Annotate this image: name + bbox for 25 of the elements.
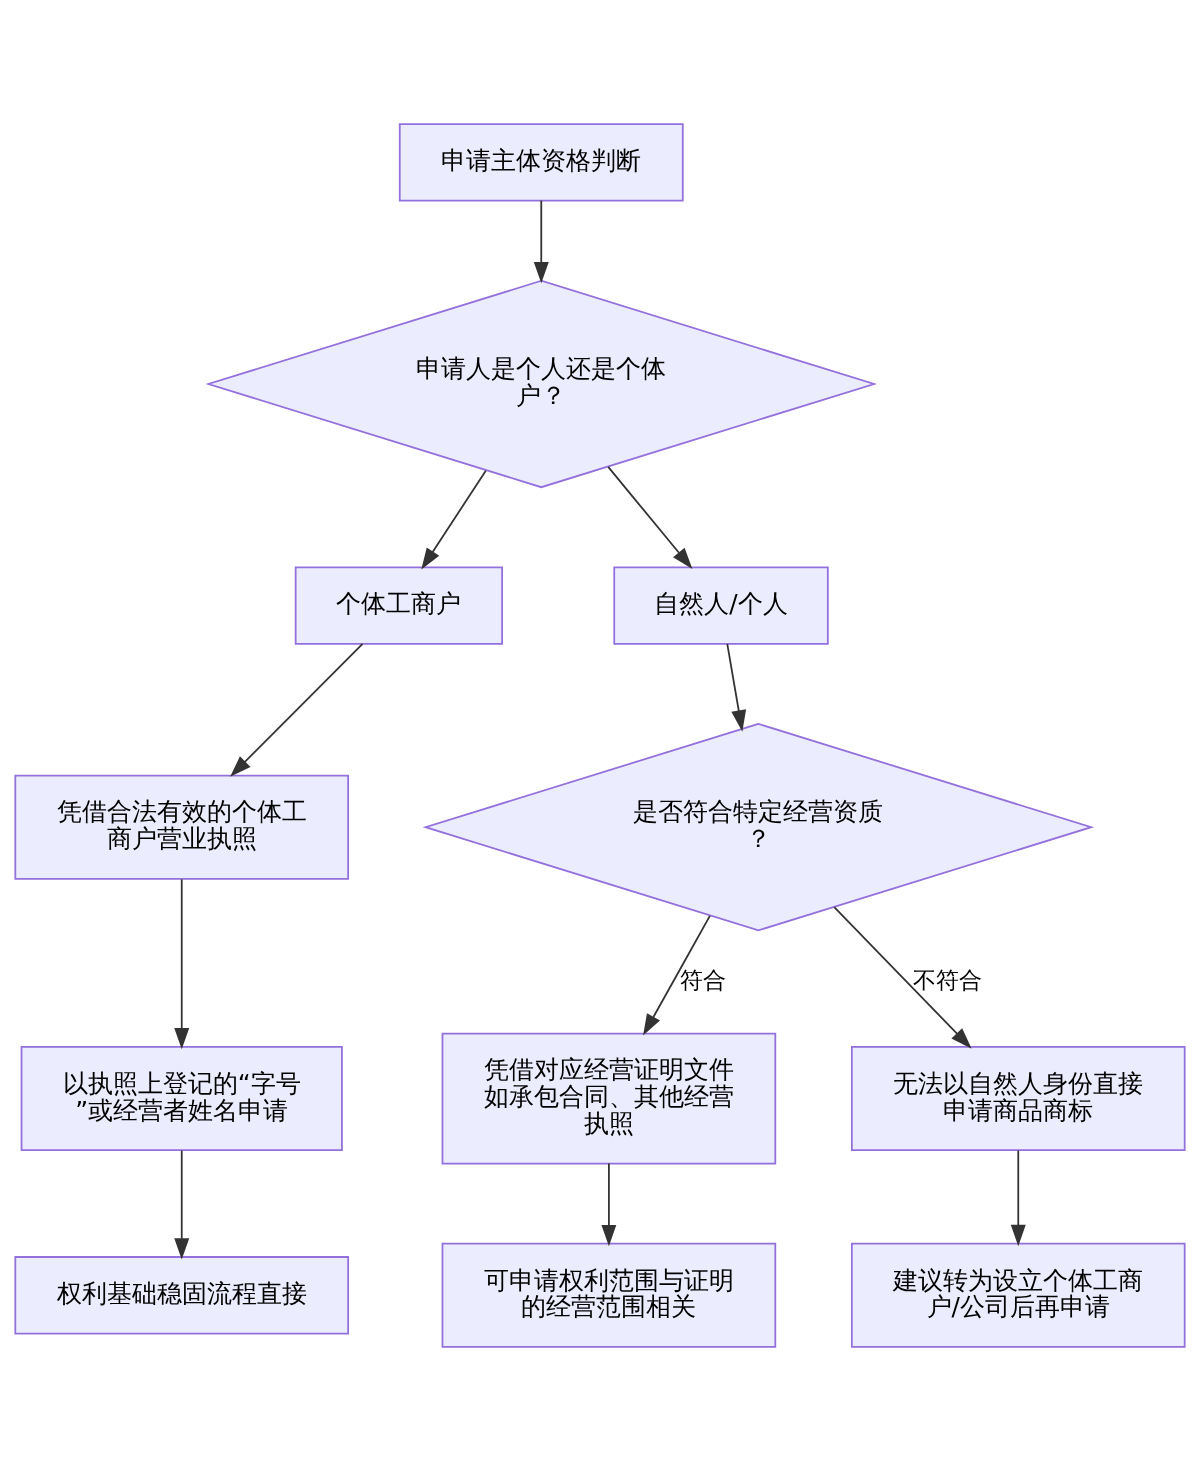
node-box: 以执照上登记的“字号”或经营者姓名申请 [20, 1045, 343, 1151]
arrow [643, 914, 711, 1036]
arrow [726, 642, 747, 732]
arrow [1010, 1149, 1026, 1246]
node-box: 权利基础稳固流程直接 [14, 1255, 350, 1334]
node-box: 自然人/个人 [613, 565, 829, 645]
arrow [174, 877, 190, 1049]
arrow [174, 1149, 190, 1260]
node-box: 可申请权利范围与证明的经营范围相关 [441, 1242, 777, 1348]
node-box: 凭借对应经营证明文件如承包合同、其他经营执照 [441, 1032, 777, 1164]
node-box: 无法以自然人身份直接申请商品商标 [850, 1045, 1186, 1151]
arrow [833, 905, 972, 1049]
node-box: 申请主体资格判断 [398, 122, 684, 202]
node-box: 建议转为设立个体工商户/公司后再申请 [850, 1242, 1186, 1348]
node-diamond: 是否符合特定经营资质？ [422, 722, 1095, 931]
arrow [607, 465, 693, 569]
node-box: 个体工商户 [294, 565, 503, 645]
arrow [533, 199, 549, 283]
edge-label: 不符合 [913, 966, 983, 993]
node-box: 凭借合法有效的个体工商户营业执照 [14, 774, 350, 880]
arrow [230, 642, 364, 777]
edge-label: 符合 [680, 966, 727, 993]
arrow [601, 1162, 617, 1246]
arrow [421, 469, 487, 569]
node-diamond: 申请人是个人还是个体户？ [205, 279, 878, 488]
